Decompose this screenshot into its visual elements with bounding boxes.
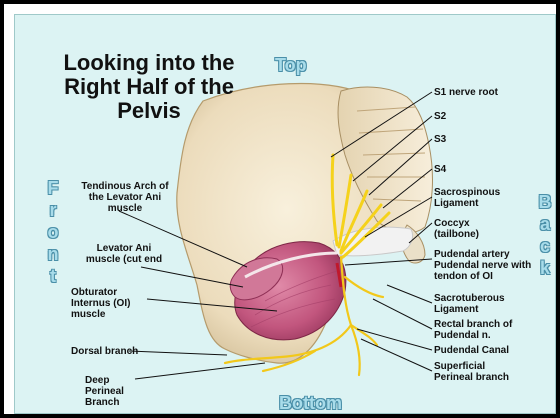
front-letter: F — [43, 177, 63, 199]
label-dorsal-branch: Dorsal branch — [71, 346, 138, 357]
label-s3: S3 — [434, 134, 446, 145]
image-frame: Looking into the Right Half of the Pelvi… — [4, 4, 556, 414]
label-pudendal-artery-nerve: Pudendal artery Pudendal nerve with tend… — [434, 249, 538, 282]
front-letter: t — [43, 265, 63, 287]
label-obturator-internus: Obturator Internus (OI) muscle — [71, 287, 157, 320]
label-sacrotuberous-ligament: Sacrotuberous Ligament — [434, 293, 512, 315]
label-deep-perineal: Deep Perineal Branch — [85, 375, 145, 408]
diagram-panel: Looking into the Right Half of the Pelvi… — [14, 14, 556, 414]
label-levator-ani: Levator Ani muscle (cut end — [79, 243, 169, 265]
label-s2: S2 — [434, 111, 446, 122]
label-rectal-branch: Rectal branch of Pudendal n. — [434, 319, 514, 341]
back-letter: c — [535, 235, 555, 257]
label-s4: S4 — [434, 164, 446, 175]
diagram-title: Looking into the Right Half of the Pelvi… — [59, 51, 239, 123]
front-letter: o — [43, 221, 63, 243]
direction-bottom: Bottom — [279, 393, 342, 414]
back-letter: B — [535, 191, 555, 213]
direction-front: F r o n t — [43, 177, 63, 287]
front-letter: r — [43, 199, 63, 221]
label-superficial-perineal: Superficial Perineal branch — [434, 361, 514, 383]
label-tendinous-arch: Tendinous Arch of the Levator Ani muscle — [79, 181, 171, 214]
front-letter: n — [43, 243, 63, 265]
back-letter: k — [535, 257, 555, 279]
label-coccyx: Coccyx (tailbone) — [434, 218, 496, 240]
label-s1-nerve-root: S1 nerve root — [434, 87, 498, 98]
label-pudendal-canal: Pudendal Canal — [434, 345, 509, 356]
label-sacrospinous-ligament: Sacrospinous Ligament — [434, 187, 512, 209]
direction-top: Top — [275, 55, 307, 76]
direction-back: B a c k — [535, 191, 555, 279]
back-letter: a — [535, 213, 555, 235]
